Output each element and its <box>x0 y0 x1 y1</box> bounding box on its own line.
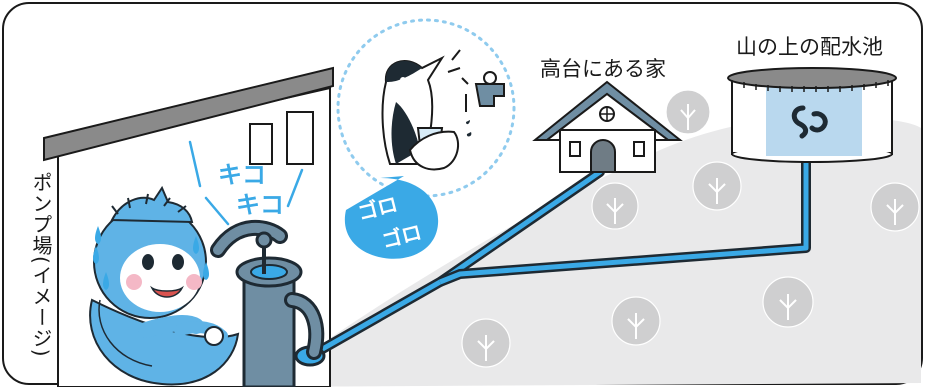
gulp-bubble <box>344 176 439 259</box>
reservoir-tank <box>727 67 897 163</box>
thought-bubble <box>336 18 516 198</box>
house-door <box>590 139 616 173</box>
hand-pump <box>210 219 325 387</box>
house-label: 高台にある家 <box>540 57 666 81</box>
window-right <box>286 111 314 165</box>
window-left <box>249 123 273 165</box>
hill <box>260 116 921 387</box>
reservoir-logo-icon <box>791 105 828 139</box>
house-on-hill <box>532 80 683 173</box>
reservoir-label: 山の上の配水池 <box>736 35 883 59</box>
pump-station-label: ポンプ場(イメージ) <box>29 172 53 358</box>
squeak-lines <box>188 140 304 226</box>
squeak-text-1: キコ <box>218 161 266 189</box>
water-pipes <box>294 160 811 367</box>
squeak-text-2: キコ <box>236 191 284 219</box>
mascot-turtle <box>89 185 240 386</box>
faucet-icon <box>465 71 505 137</box>
water-glass-icon <box>408 127 460 171</box>
